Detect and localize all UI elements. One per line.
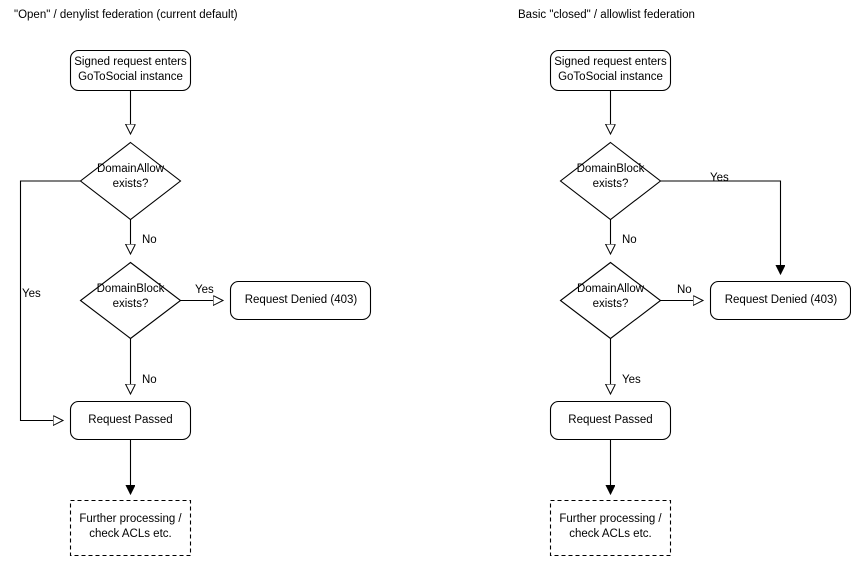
left-domainallow-diamond: [79, 141, 182, 221]
right-domainblock-diamond: [559, 141, 662, 221]
left-start-box: [69, 49, 192, 92]
right-passed-box: [549, 400, 672, 441]
left-further-box: [69, 499, 192, 557]
right-further-box: [549, 499, 672, 557]
left-denied-box: [229, 280, 372, 321]
left-domainblock-diamond: [79, 261, 182, 340]
right-edge-block-yes: [660, 180, 781, 274]
right-denied-box: [709, 280, 851, 321]
left-edge-allow-yes: [19, 180, 81, 421]
right-start-box: [549, 49, 672, 92]
right-domainallow-diamond: [559, 261, 662, 340]
left-passed-box: [69, 400, 192, 441]
